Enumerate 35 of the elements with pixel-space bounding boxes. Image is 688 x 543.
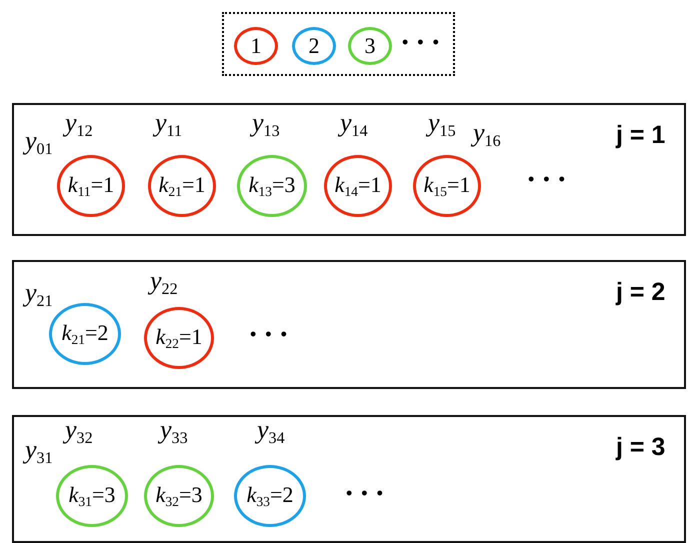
variable-label: y$_{32}$ — [65, 417, 93, 447]
category-circle: k$_{13}$=3 — [237, 155, 307, 217]
category-circle: 2 — [292, 27, 336, 65]
legend-box — [222, 12, 455, 76]
group-panel — [12, 103, 686, 236]
ellipsis: • • • — [250, 324, 289, 345]
group-panel — [12, 415, 686, 543]
variable-label: y$_{22}$ — [150, 268, 178, 298]
category-circle: k$_{15}$=1 — [413, 155, 481, 217]
ellipsis: • • • — [346, 483, 385, 504]
group-heading: j = 3 — [616, 433, 666, 462]
variable-label: y$_{01}$ — [25, 128, 53, 158]
variable-label: y$_{16}$ — [473, 120, 501, 150]
variable-label: y$_{13}$ — [252, 110, 280, 140]
category-circle: k$_{32}$=3 — [144, 465, 214, 527]
group-heading: j = 1 — [616, 121, 666, 150]
category-circle: k$_{11}$=1 — [57, 155, 125, 217]
variable-label: y$_{31}$ — [25, 437, 53, 467]
group-heading: j = 2 — [616, 278, 666, 307]
variable-label: y$_{33}$ — [160, 417, 188, 447]
category-circle: k$_{22}$=1 — [144, 307, 214, 369]
category-circle: 3 — [348, 27, 392, 65]
group-panel — [12, 260, 686, 389]
variable-label: y$_{11}$ — [155, 110, 182, 140]
category-circle: 1 — [234, 27, 278, 65]
variable-label: y$_{12}$ — [65, 110, 93, 140]
category-circle: k$_{21}$=1 — [148, 155, 216, 217]
category-circle: k$_{33}$=2 — [234, 465, 306, 527]
ellipsis: • • • — [402, 32, 441, 53]
category-circle: k$_{14}$=1 — [324, 155, 392, 217]
variable-label: y$_{15}$ — [428, 110, 456, 140]
variable-label: y$_{14}$ — [340, 110, 368, 140]
variable-label: y$_{34}$ — [257, 417, 285, 447]
ellipsis: • • • — [528, 169, 567, 190]
category-circle: k$_{31}$=3 — [56, 465, 128, 527]
